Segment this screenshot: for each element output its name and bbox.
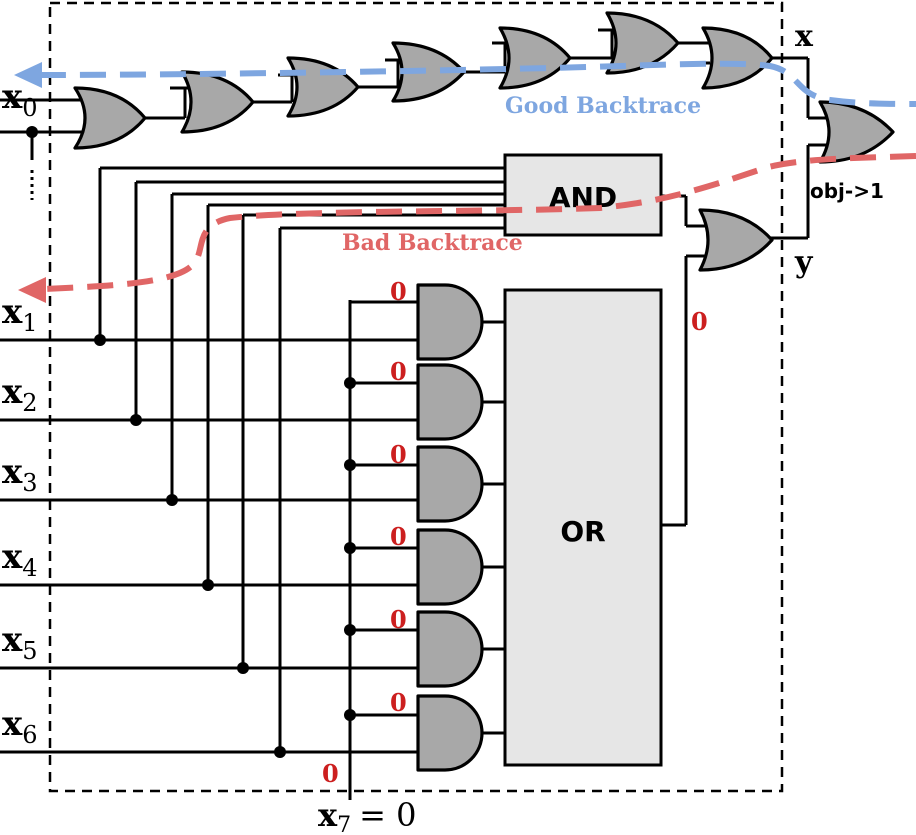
input-labels: x0 x1 x2 x3 x4 x5 x6 x7= 0 <box>2 77 416 835</box>
and-gate-6 <box>416 694 484 772</box>
good-backtrace-path <box>39 60 916 107</box>
junction-dots <box>26 126 356 758</box>
x1-label: x1 <box>2 292 38 337</box>
bad-backtrace-path <box>44 153 916 292</box>
zero-label-5: 0 <box>390 605 407 634</box>
zero-label-4: 0 <box>390 522 407 551</box>
zero-label-x7: 0 <box>322 759 339 788</box>
or-gate-1 <box>73 86 147 150</box>
and-gate-4 <box>416 528 484 606</box>
and-gate-3 <box>416 445 484 523</box>
or-gate-7 <box>701 26 774 90</box>
and-gate-2 <box>416 363 484 441</box>
x6-label: x6 <box>2 704 38 749</box>
zero-label-3: 0 <box>390 440 407 469</box>
x2-label: x2 <box>2 372 38 417</box>
bounding-box <box>48 1 784 793</box>
good-backtrace-arrow <box>14 62 42 88</box>
and-gate-1 <box>416 283 484 361</box>
x3-label: x3 <box>2 452 38 497</box>
x5-label: x5 <box>2 620 38 665</box>
or-gate-5 <box>498 26 572 90</box>
and-gate-5 <box>416 610 484 688</box>
or-gate-4 <box>391 41 466 103</box>
and-block-wires <box>98 166 706 752</box>
output-y-label: y <box>794 245 814 280</box>
objective-label: obj->1 <box>810 179 884 203</box>
x7-label: x7= 0 <box>318 796 416 835</box>
bad-backtrace-arrow <box>18 277 46 303</box>
zero-labels: 0 0 0 0 0 0 0 0 <box>322 277 708 788</box>
or-gate-y <box>698 208 774 272</box>
or-gate-3 <box>286 56 360 118</box>
x0-label: x0 <box>2 77 38 122</box>
or-chain-gates <box>73 11 895 272</box>
zero-label-2: 0 <box>390 357 407 386</box>
and-block <box>503 153 663 237</box>
zero-label-6: 0 <box>390 688 407 717</box>
good-backtrace-label: Good Backtrace <box>505 93 701 119</box>
or-gate-final <box>818 100 895 164</box>
zero-label-or-output: 0 <box>691 307 708 336</box>
zero-label-1: 0 <box>390 277 407 306</box>
or-block <box>503 288 663 767</box>
x4-label: x4 <box>2 537 38 582</box>
or-block-label: OR <box>560 515 605 548</box>
or-gate-2 <box>180 70 255 134</box>
output-x-label: x <box>795 19 814 54</box>
and-gates <box>416 283 484 772</box>
bad-backtrace-label: Bad Backtrace <box>342 230 523 256</box>
